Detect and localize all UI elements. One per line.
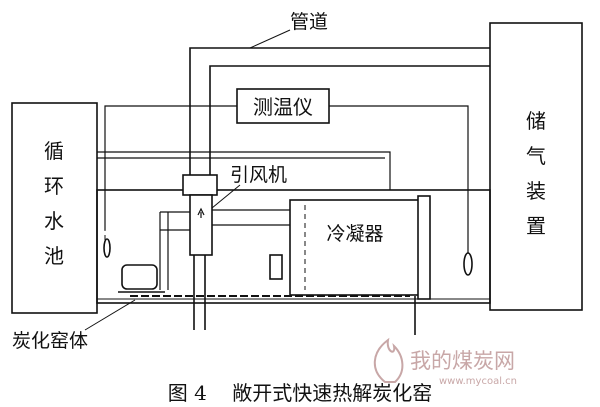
condenser bbox=[289, 199, 426, 296]
watermark: 我的煤炭网 www.mycoal.cn bbox=[373, 337, 517, 387]
pool-label-2: 环 bbox=[44, 174, 64, 198]
circulating-water-pool bbox=[11, 102, 98, 314]
watermark-url: www.mycoal.cn bbox=[439, 376, 517, 387]
flame-logo-icon bbox=[373, 337, 404, 383]
thermometer-wire-left bbox=[104, 105, 237, 230]
fan-body bbox=[189, 194, 213, 256]
pool-label-1: 循 bbox=[44, 139, 64, 163]
storage-label-3: 装 bbox=[526, 179, 546, 203]
main-pipe bbox=[189, 47, 490, 175]
kiln-body bbox=[96, 189, 491, 304]
condenser-flange bbox=[417, 195, 431, 300]
gas-storage-device bbox=[489, 22, 583, 311]
thermometer-label: 测温仪 bbox=[253, 95, 313, 119]
figure-caption: 图 4 敞开式快速热解炭化窑 bbox=[168, 381, 433, 405]
fan-stack bbox=[182, 174, 218, 196]
pipe-label: 管道 bbox=[290, 11, 328, 33]
kiln-body-leader bbox=[84, 299, 136, 331]
storage-label-4: 置 bbox=[526, 214, 546, 238]
sensor-probe-right bbox=[463, 252, 473, 276]
fan-duct bbox=[160, 209, 290, 231]
condenser-label: 冷凝器 bbox=[326, 223, 383, 245]
pool-label-3: 水 bbox=[44, 209, 64, 233]
pipe-label-leader bbox=[249, 29, 291, 49]
fan-label: 引风机 bbox=[230, 164, 287, 186]
pool-return-pipe bbox=[97, 151, 391, 190]
condenser-outlet bbox=[269, 254, 283, 280]
sensor-probe-left bbox=[103, 238, 111, 258]
inner-pipe bbox=[159, 212, 169, 290]
kiln-body-label: 炭化窑体 bbox=[12, 330, 88, 352]
storage-label-1: 储 bbox=[526, 109, 546, 133]
pump-motor bbox=[121, 264, 158, 290]
fan-label-leader bbox=[211, 184, 241, 209]
fan-arrow bbox=[197, 207, 205, 218]
pool-label-4: 池 bbox=[44, 244, 64, 268]
watermark-name: 我的煤炭网 bbox=[410, 349, 515, 373]
storage-label-2: 气 bbox=[526, 144, 546, 168]
